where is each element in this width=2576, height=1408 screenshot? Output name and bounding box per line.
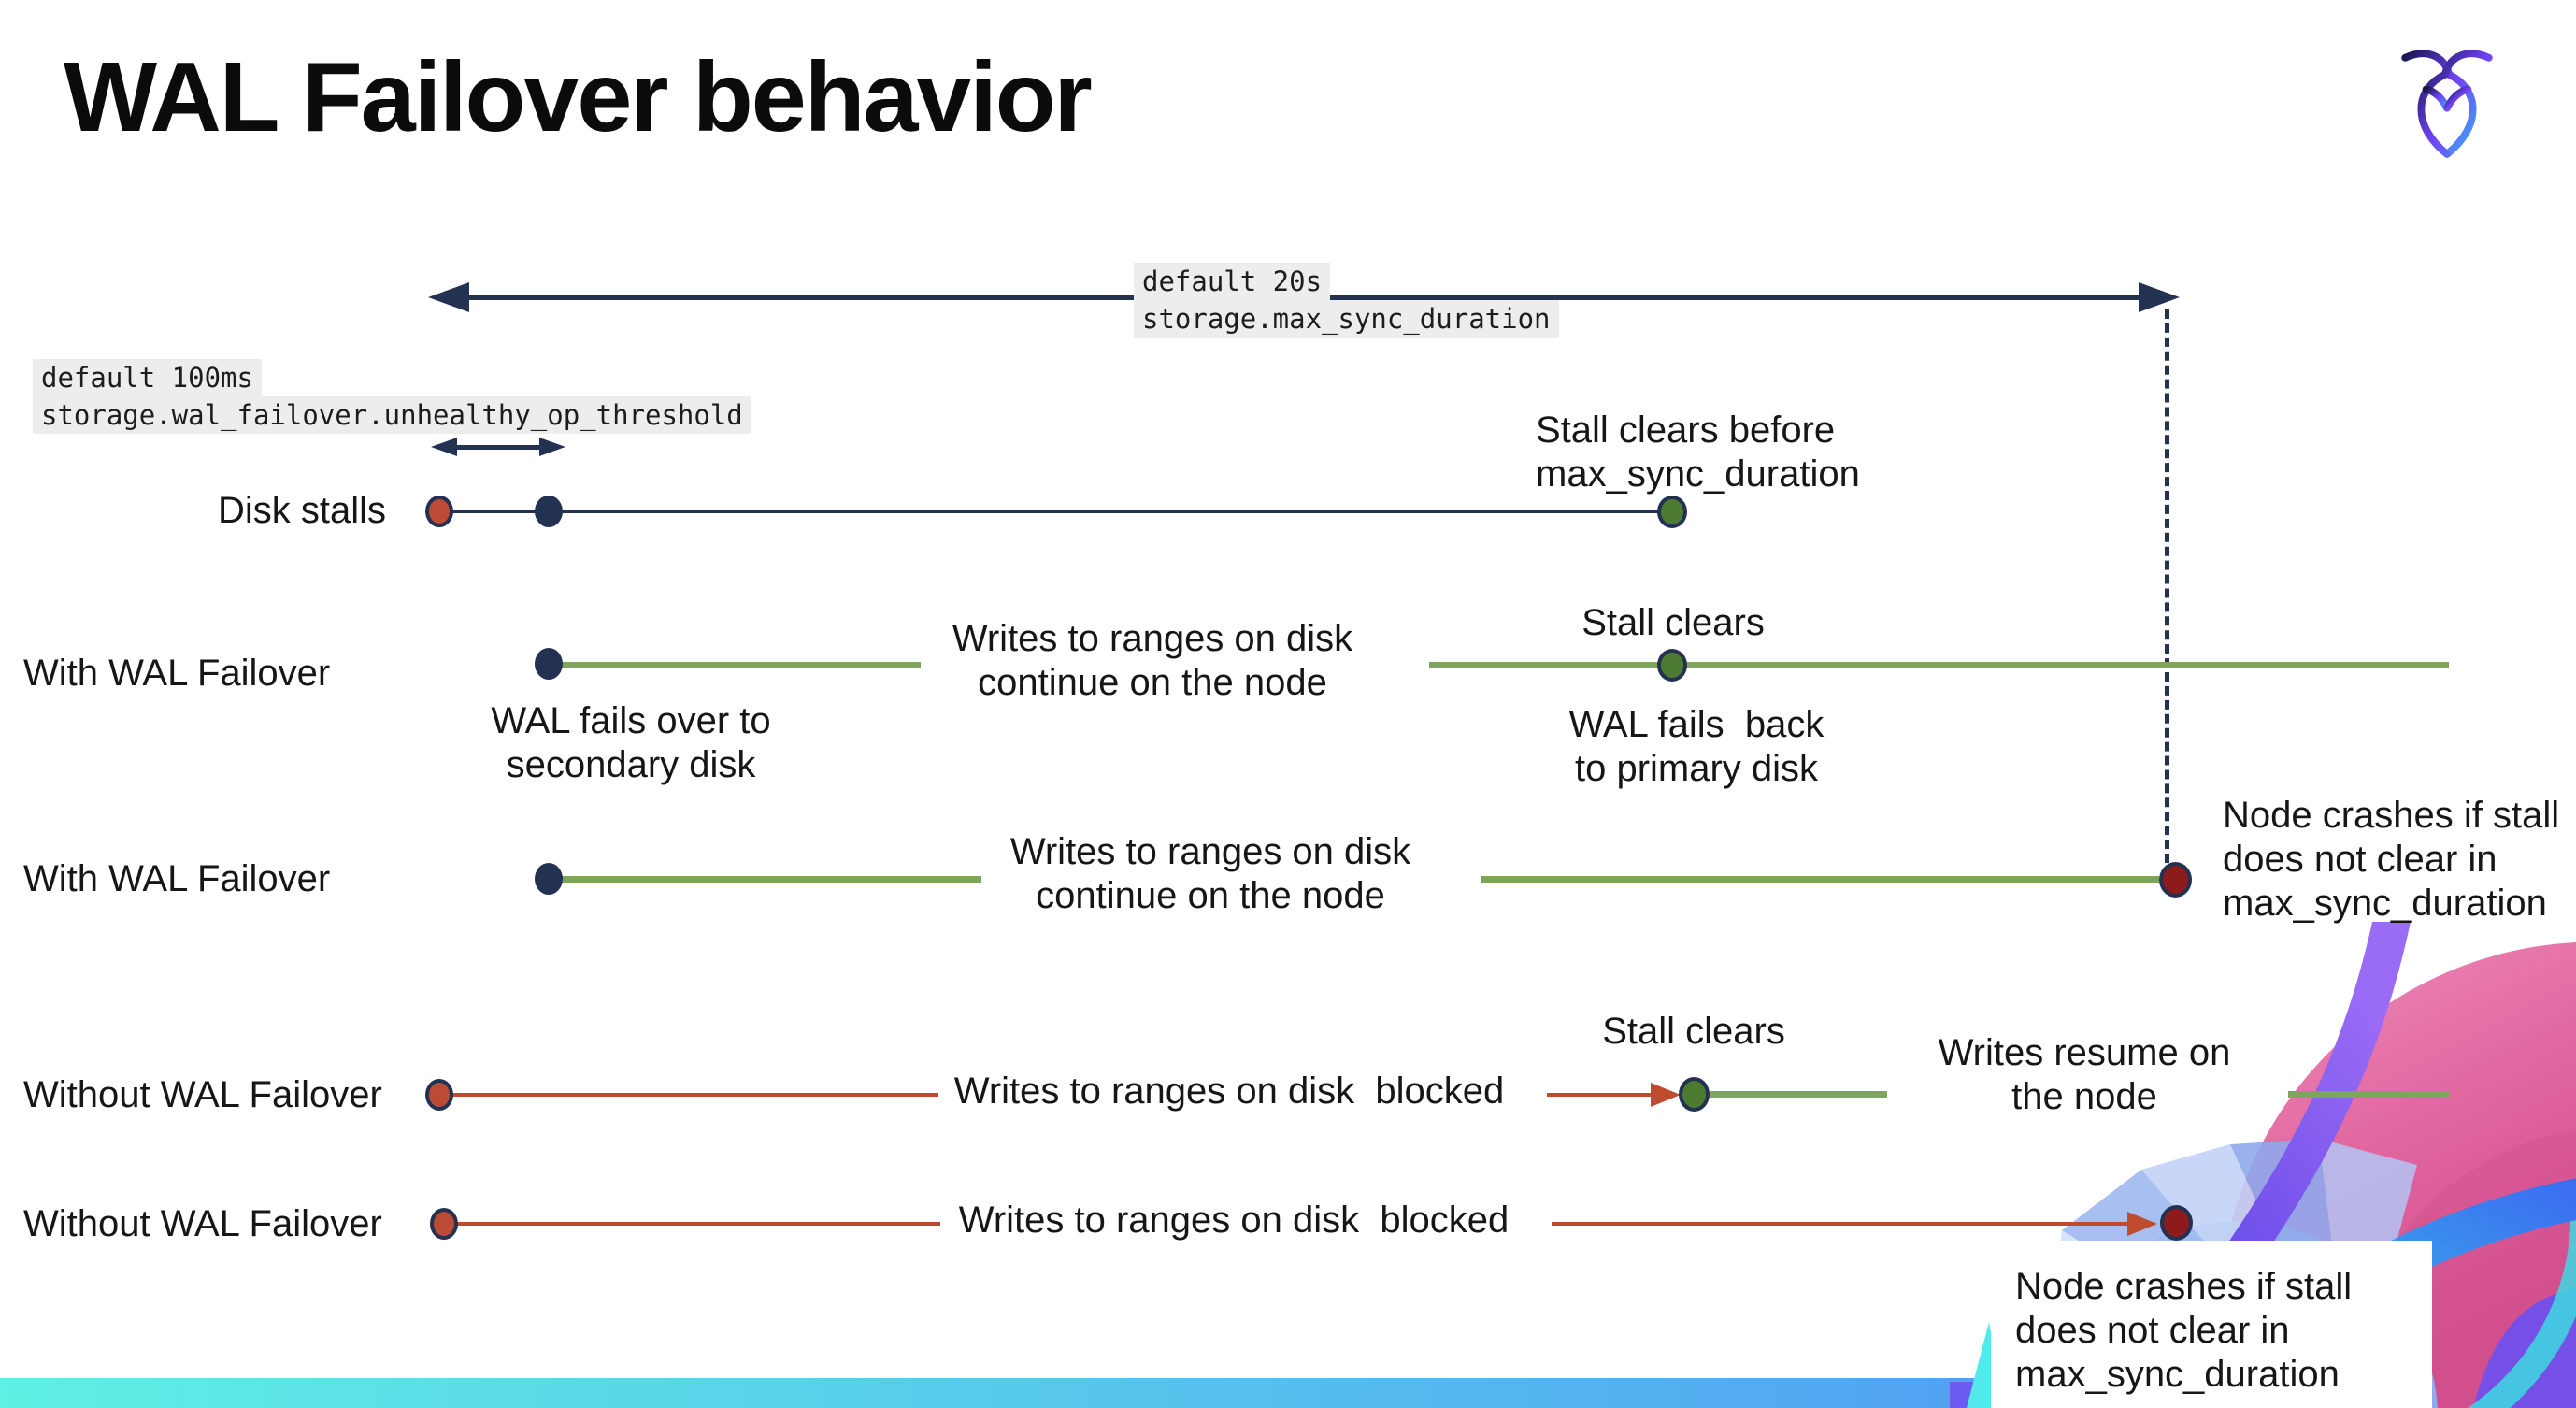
row-label-with-wal-failover: With WAL Failover (23, 653, 331, 694)
max-sync-setting-label: storage.max_sync_duration (1134, 300, 1559, 338)
green-segment (1481, 876, 2159, 883)
arrowhead-left-icon (431, 438, 457, 456)
max-sync-default-label: default 20s (1134, 263, 1331, 300)
threshold-hit-dot (535, 496, 563, 527)
node-crash-note: Node crashes if stall does not clear in … (2223, 795, 2560, 924)
failover-dot (535, 648, 563, 680)
writes-blocked-note: Writes to ranges on disk blocked (953, 1070, 1505, 1112)
node-crash-note: Node crashes if stall does not clear in … (2015, 1266, 2353, 1395)
stall-start-dot (425, 1079, 453, 1111)
failback-note: WAL fails back to primary disk (1568, 704, 1825, 789)
stall-start-dot (430, 1208, 458, 1240)
max-sync-deadline-dashed-line (2165, 309, 2169, 863)
stall-clears-note: Stall clears (1602, 1011, 1785, 1052)
red-segment (452, 1093, 938, 1097)
green-segment (549, 662, 921, 668)
threshold-default-label: default 100ms (33, 359, 262, 396)
failover-note: WAL fails over to secondary disk (491, 700, 771, 785)
arrowhead-right-icon (539, 438, 565, 456)
stall-clear-dot (1679, 1077, 1710, 1112)
writes-resume-note: Writes resume on the node (1938, 1032, 2231, 1117)
arrowhead-right-icon (2139, 282, 2180, 312)
stall-clears-before-note: Stall clears before max_sync_duration (1536, 409, 1860, 495)
row-label-disk-stalls: Disk stalls (217, 490, 386, 531)
writes-continue-note: Writes to ranges on disk continue on the… (1009, 831, 1411, 916)
red-segment (1547, 1093, 1657, 1097)
timeline-row1 (439, 510, 1671, 513)
green-segment (1710, 1091, 1887, 1098)
threshold-setting-label: storage.wal_failover.unhealthy_op_thresh… (33, 396, 751, 434)
red-arrowhead-icon (2127, 1212, 2157, 1236)
arrowhead-left-icon (428, 282, 469, 312)
red-arrowhead-icon (1651, 1083, 1681, 1107)
page-title: WAL Failover behavior (64, 42, 1093, 152)
writes-continue-note: Writes to ranges on disk continue on the… (952, 618, 1353, 703)
node-crash-callout: Node crashes if stall does not clear in … (1991, 1241, 2432, 1408)
row-label-without-wal-failover: Without WAL Failover (23, 1074, 382, 1115)
red-segment (1552, 1222, 2133, 1226)
stall-clear-dot (1657, 496, 1687, 528)
node-crash-dot (2160, 1205, 2193, 1241)
cockroachdb-logo-icon (2401, 50, 2493, 158)
green-segment (549, 876, 981, 883)
red-segment (457, 1222, 940, 1226)
green-segment (1429, 662, 2449, 668)
green-segment (2288, 1091, 2449, 1098)
node-crash-dot (2159, 862, 2192, 898)
threshold-arrow-line (453, 445, 543, 450)
stall-start-dot (425, 496, 453, 527)
stall-clears-note: Stall clears (1581, 602, 1765, 643)
row-label-without-wal-failover: Without WAL Failover (23, 1203, 382, 1244)
stall-clear-dot (1657, 649, 1687, 682)
row-label-with-wal-failover: With WAL Failover (23, 858, 331, 899)
writes-blocked-note: Writes to ranges on disk blocked (958, 1200, 1510, 1241)
failover-dot (535, 863, 563, 895)
